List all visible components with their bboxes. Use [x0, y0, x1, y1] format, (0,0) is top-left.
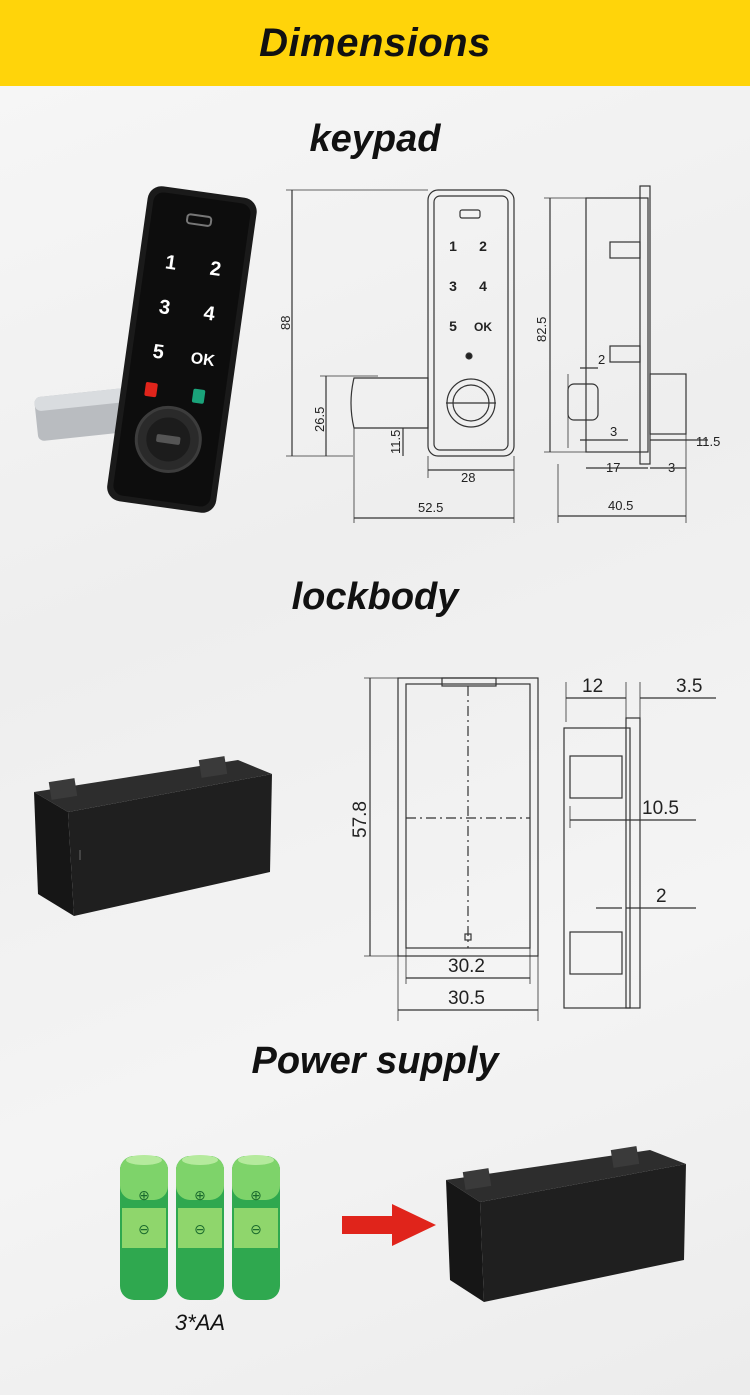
svg-text:2: 2	[479, 238, 487, 254]
dim-10-5: 10.5	[642, 798, 679, 819]
lockbody-photo	[34, 756, 272, 916]
dim-57-8: 57.8	[350, 801, 371, 838]
battery-box-photo	[446, 1146, 686, 1302]
dim-3: 3	[610, 424, 617, 439]
svg-text:⊕: ⊕	[250, 1187, 262, 1203]
keypad-front-drawing: 1 2 3 4 5 OK 88 26.5 11.5 28 52.5	[278, 189, 515, 523]
arrow-right-icon	[342, 1204, 436, 1246]
svg-text:5: 5	[449, 318, 457, 334]
svg-text:⊕: ⊕	[194, 1187, 206, 1203]
battery-2: ⊕ ⊖	[176, 1155, 224, 1300]
battery-3: ⊕ ⊖	[232, 1155, 280, 1300]
key-4: 4	[202, 302, 217, 325]
aa-batteries: ⊕ ⊖ ⊕ ⊖ ⊕ ⊖	[120, 1155, 280, 1300]
dim-40-5: 40.5	[608, 498, 633, 513]
banner-title: Dimensions	[259, 20, 491, 65]
dim-30-5: 30.5	[448, 988, 485, 1009]
dim-3-lip: 3	[668, 460, 675, 475]
svg-text:⊖: ⊖	[250, 1221, 262, 1237]
dim-3-5: 3.5	[676, 676, 702, 697]
dim-26-5: 26.5	[312, 407, 327, 432]
battery-caption: 3*AA	[174, 1310, 226, 1335]
dim-82-5: 82.5	[534, 317, 549, 342]
key-ok: OK	[190, 350, 217, 370]
power-supply-heading: Power supply	[251, 1040, 499, 1082]
dim-52-5: 52.5	[418, 500, 443, 515]
dim-30-2: 30.2	[448, 956, 485, 977]
lockbody-front-drawing: 57.8 30.2 30.5	[350, 677, 539, 1021]
dim-88: 88	[278, 316, 293, 330]
dim-11-5-side: 11.5	[696, 434, 720, 449]
key-5: 5	[151, 341, 165, 364]
lockbody-heading: lockbody	[291, 576, 459, 618]
dim-11-5: 11.5	[388, 430, 403, 454]
battery-1: ⊕ ⊖	[120, 1155, 168, 1300]
keypad-photo: 1 2 3 4 5 OK	[34, 186, 257, 513]
dim-12: 12	[582, 676, 603, 697]
keypad-side-drawing: 82.5 2 3 11.5 17 3 40.5	[534, 185, 720, 523]
lockbody-side-drawing: 12 3.5 10.5 2	[563, 676, 716, 1009]
title-banner: Dimensions	[0, 0, 750, 86]
lock-icon	[144, 382, 158, 398]
dim-28: 28	[461, 470, 475, 485]
svg-text:⊖: ⊖	[194, 1221, 206, 1237]
dim-2: 2	[598, 352, 605, 367]
dim-2-lockbody: 2	[656, 886, 667, 907]
svg-text:⊕: ⊕	[138, 1187, 150, 1203]
svg-text:OK: OK	[474, 320, 492, 334]
svg-text:1: 1	[449, 238, 457, 254]
unlock-icon	[191, 388, 206, 404]
dim-17: 17	[606, 460, 620, 475]
usb-port-icon	[185, 213, 213, 227]
svg-text:3: 3	[449, 278, 457, 294]
keypad-heading: keypad	[309, 118, 441, 160]
key-2: 2	[208, 258, 222, 281]
svg-text:4: 4	[479, 278, 487, 294]
key-1: 1	[164, 251, 178, 274]
svg-text:⊖: ⊖	[138, 1221, 150, 1237]
key-3: 3	[158, 296, 172, 319]
